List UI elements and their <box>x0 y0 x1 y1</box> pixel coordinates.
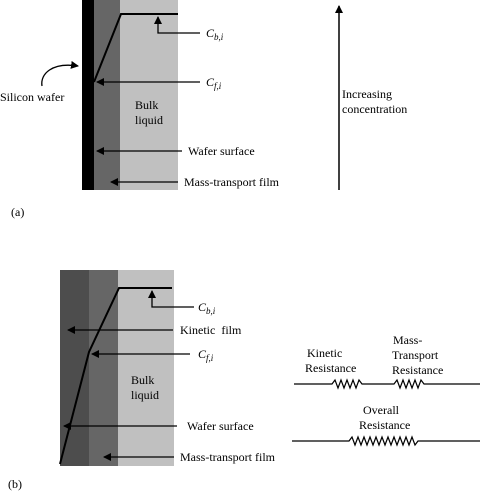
kinetic-film-label: Kinetic film <box>180 323 242 337</box>
panel-b: Cb,i Kinetic film Cf,i Bulk liquid Wafer… <box>8 270 480 491</box>
mass-transport-resistance-label-line1: Mass- <box>393 333 422 347</box>
kinetic-resistance-label-line1: Kinetic <box>307 346 342 360</box>
cb-pointer-arrow-b <box>148 290 194 308</box>
increasing-concentration-label-line2: concentration <box>342 102 407 116</box>
panel-a-label: (a) <box>11 205 24 219</box>
bulk-liquid-region <box>120 0 178 190</box>
bulk-liquid-label-line2: liquid <box>135 113 163 127</box>
mass-transport-film-layer <box>94 0 120 190</box>
mass-transport-film-label-b: Mass-transport film <box>180 450 276 464</box>
silicon-wafer-label: Silicon wafer <box>0 90 64 104</box>
mass-transport-resistance-label-line2: Transport <box>392 348 439 362</box>
series-resistance-wire <box>294 378 480 390</box>
overall-resistance-label-line2: Resistance <box>359 418 410 432</box>
bulk-liquid-label-b-line2: liquid <box>131 388 159 402</box>
mass-transport-resistance-label-line3: Resistance <box>392 363 443 377</box>
wafer-surface-label-b: Wafer surface <box>187 419 254 433</box>
wafer-surface-label: Wafer surface <box>188 144 255 158</box>
bulk-liquid-label-line1: Bulk <box>135 98 158 112</box>
bulk-liquid-label-b-line1: Bulk <box>131 373 154 387</box>
concentration-profile-line <box>93 13 178 83</box>
panel-a: Cb,i Cf,i Silicon wafer Bulk liquid Wafe… <box>0 0 407 219</box>
cb-pointer-arrow <box>154 16 200 34</box>
overall-resistance-label-line1: Overall <box>363 403 400 417</box>
silicon-wafer-layer <box>82 0 94 190</box>
cf-label-b: Cf,i <box>198 347 214 363</box>
mass-transport-film-label: Mass-transport film <box>184 175 280 189</box>
silicon-wafer-pointer <box>41 60 79 87</box>
cb-label-b: Cb,i <box>198 300 216 316</box>
panel-b-label: (b) <box>8 477 22 491</box>
increasing-concentration-label-line1: Increasing <box>342 87 392 101</box>
cf-label: Cf,i <box>206 75 222 91</box>
kinetic-resistance-label-line2: Resistance <box>305 361 356 375</box>
cb-label: Cb,i <box>206 26 224 42</box>
concentration-profile-line-b <box>59 287 172 465</box>
bulk-liquid-region-b <box>118 270 174 466</box>
overall-resistance-wire <box>292 435 480 447</box>
